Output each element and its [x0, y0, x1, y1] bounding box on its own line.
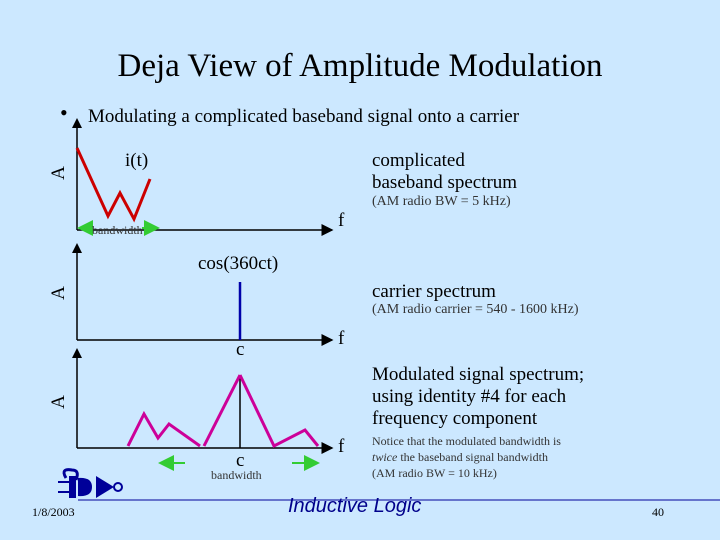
panel1-axis-a: A	[47, 166, 69, 180]
panel3-axis-a: A	[47, 395, 69, 409]
slide-title: Deja View of Amplitude Modulation	[117, 48, 603, 84]
modulated-spectrum-right	[238, 374, 320, 449]
panel3-desc-line3: frequency component	[372, 408, 538, 429]
panel2-axis-f: f	[338, 328, 345, 349]
panel3-note-line3: (AM radio BW = 10 kHz)	[372, 466, 497, 480]
panel2-c-label: c	[236, 339, 245, 360]
panel1-bandwidth-label: bandwidth	[92, 223, 143, 237]
panel2-axes	[72, 243, 334, 346]
panel1-axis-f: f	[338, 210, 345, 231]
panel3-note-line1: Notice that the modulated bandwidth is	[372, 434, 561, 448]
slide-subtitle: Modulating a complicated baseband signal…	[88, 106, 520, 127]
footer-date: 1/8/2003	[32, 505, 75, 519]
panel2-note: (AM radio carrier = 540 - 1600 kHz)	[372, 302, 579, 317]
panel3-c-label: c	[236, 450, 245, 471]
panel1-axes	[72, 118, 334, 236]
panel1-note: (AM radio BW = 5 kHz)	[372, 194, 511, 209]
panel1-signal-label: i(t)	[125, 150, 149, 171]
panel3-bandwidth-label: bandwidth	[211, 468, 262, 482]
panel3-note-line2-rest: the baseband signal bandwidth	[397, 450, 548, 464]
panel2-desc: carrier spectrum	[372, 281, 496, 302]
modulated-spectrum-mid	[202, 374, 242, 447]
panel1-desc-line1: complicated	[372, 150, 465, 171]
footer-brand: Inductive Logic	[288, 495, 422, 517]
panel2-carrier-label: cos(360ct)	[198, 253, 279, 274]
panel3-desc-line2: using identity #4 for each	[372, 386, 567, 407]
panel1-desc-line2: baseband spectrum	[372, 172, 518, 193]
baseband-spectrum-line	[75, 147, 152, 223]
company-logo-icon	[58, 468, 123, 498]
panel3-desc-line1: Modulated signal spectrum;	[372, 364, 585, 385]
panel3-note-line2: twice the baseband signal bandwidth	[372, 450, 548, 465]
page-number: 40	[652, 505, 664, 519]
panel2-axis-a: A	[47, 286, 69, 300]
panel3-axis-f: f	[338, 436, 345, 457]
bullet-icon: •	[60, 100, 68, 125]
panel3-note-emphasis: twice	[372, 450, 398, 464]
modulated-spectrum-left	[126, 410, 201, 448]
panel3-axes	[72, 348, 334, 454]
